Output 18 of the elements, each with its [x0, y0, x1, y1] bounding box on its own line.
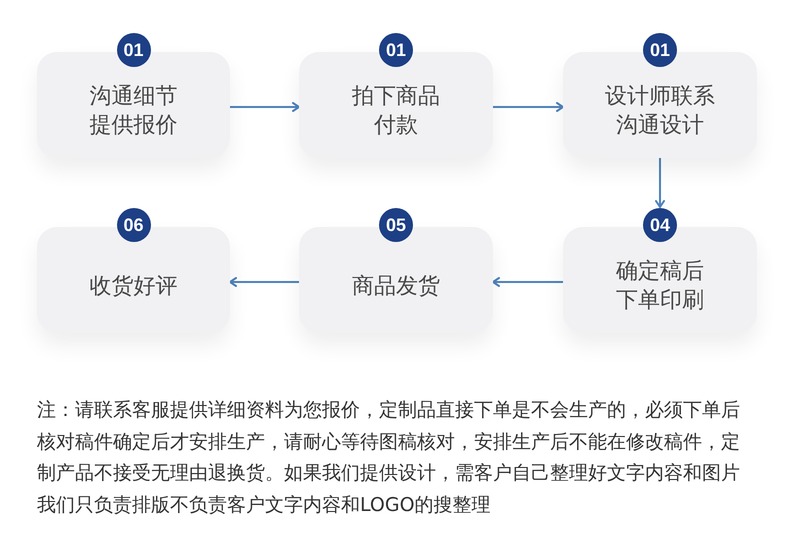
arrow: [655, 158, 665, 208]
step-text: 商品发货: [352, 272, 440, 300]
number-badge: 01: [379, 33, 413, 67]
arrow: [492, 277, 563, 287]
step-text: 设计师联系沟通设计: [604, 83, 716, 140]
arrow: [230, 102, 300, 112]
number-badge: 05: [379, 208, 413, 242]
step-text: 确定稿后下单印刷: [615, 258, 705, 315]
step-text: 拍下商品付款: [351, 83, 441, 140]
number-badge: 04: [643, 208, 677, 242]
step-text: 沟通细节提供报价: [88, 83, 178, 140]
step-text: 收货好评: [90, 272, 178, 300]
note-text: 注：请联系客服提供详细资料为您报价，定制品直接下单是不会生产的，必须下单后核对稿件确定后才安排生产，请耐心等待图稿核对，安排生产后不能在修改稿件，定制产品不接受无理由退换货。如果我们提供设计，需客户自己整理好文字内容和图片我们只负责排版不负责客户文字内容和LOGO的搜整理: [37, 398, 741, 518]
arrow: [229, 277, 299, 287]
number-badge: 01: [116, 33, 150, 67]
arrow: [493, 102, 564, 112]
number-badge: 01: [643, 33, 677, 67]
number-badge: 06: [116, 208, 150, 242]
